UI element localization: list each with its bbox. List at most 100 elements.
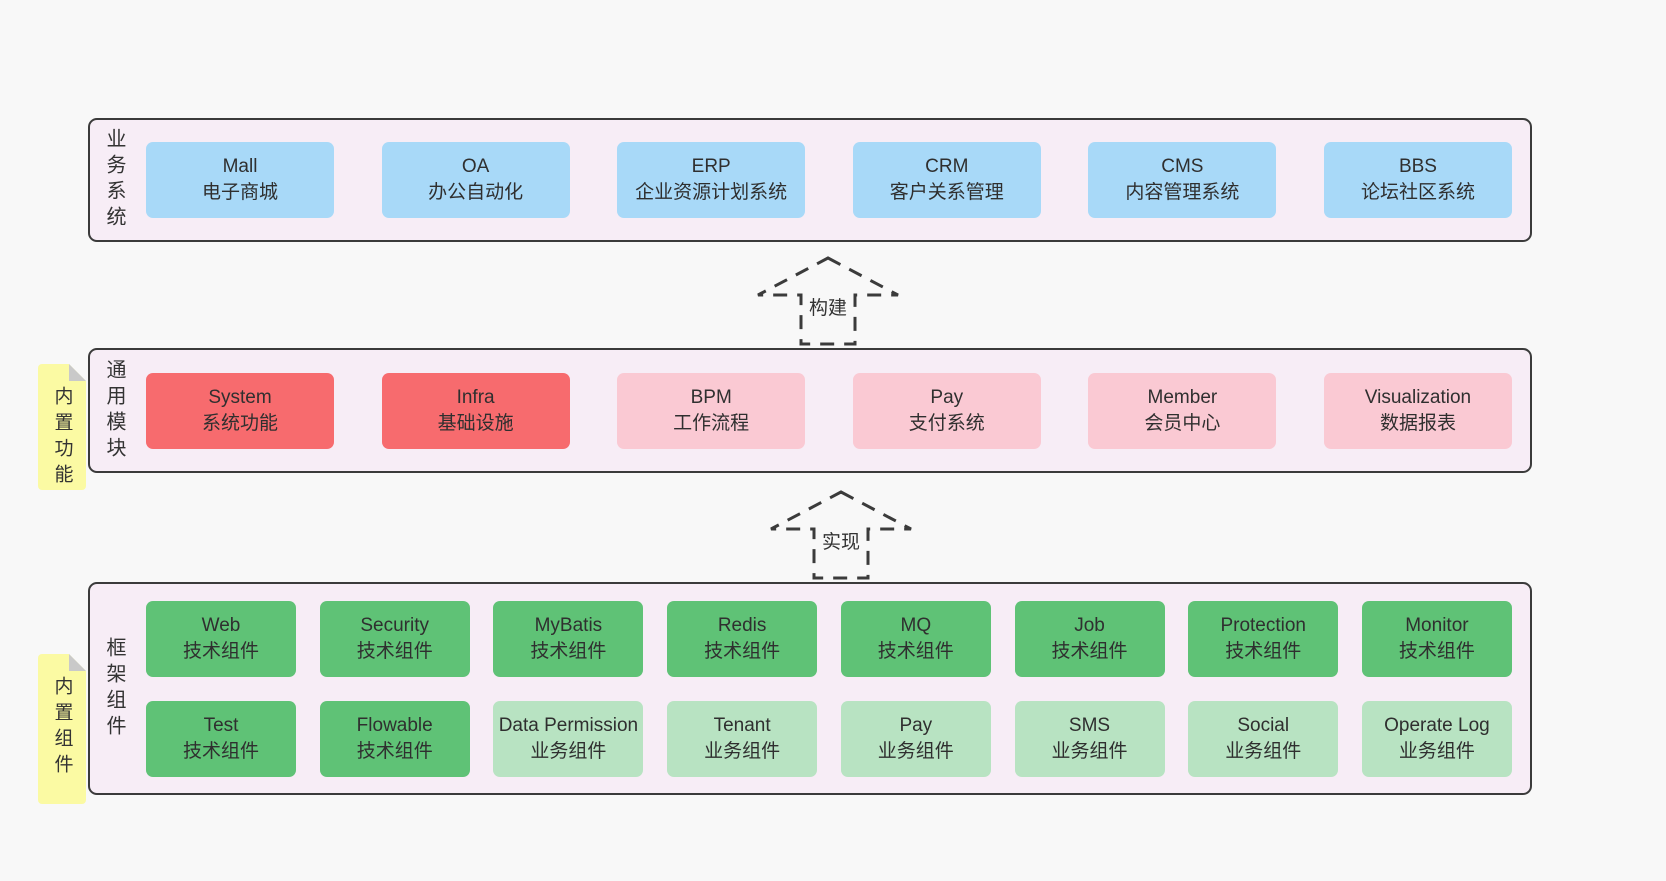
implement-arrow-label: 实现 [818, 527, 864, 554]
built-in-components-tab-label: 内置组件 [51, 676, 73, 780]
box-social: Social 业务组件 [1188, 700, 1339, 777]
box-subtitle: 客户关系管理 [889, 182, 1004, 203]
box-subtitle: 业务组件 [530, 740, 607, 762]
box-name: Job [1074, 614, 1105, 636]
box-subtitle: 企业资源计划系统 [635, 182, 788, 203]
box-subtitle: 基础设施 [437, 412, 514, 434]
build-arrow-label: 构建 [805, 293, 851, 320]
box-pay: Pay 支付系统 [852, 372, 1041, 449]
box-name: Tenant [713, 714, 771, 736]
box-subtitle: 内容管理系统 [1125, 182, 1240, 203]
box-cms: CMS 内容管理系统 [1088, 142, 1277, 218]
box-mybatis: MyBatis 技术组件 [493, 600, 644, 677]
box-security: Security 技术组件 [319, 600, 470, 677]
box-visualization: Visualization 数据报表 [1323, 372, 1512, 449]
box-oa: OA 办公自动化 [381, 142, 570, 218]
box-name: BPM [690, 386, 732, 408]
box-name: CRM [925, 156, 969, 178]
folded-corner-icon [69, 654, 86, 671]
box-name: Monitor [1405, 614, 1469, 636]
box-pay: Pay 业务组件 [840, 700, 991, 777]
box-name: BBS [1398, 156, 1437, 178]
box-name: Operate Log [1384, 714, 1490, 736]
box-mall: Mall 电子商城 [146, 142, 334, 218]
box-subtitle: 技术组件 [182, 640, 259, 662]
box-subtitle: 技术组件 [356, 740, 433, 762]
box-name: OA [461, 156, 490, 178]
box-subtitle: 会员中心 [1144, 412, 1221, 434]
box-sms: SMS 业务组件 [1014, 700, 1165, 777]
box-subtitle: 系统功能 [201, 412, 278, 434]
panel-label-business-systems: 业务系统 [103, 128, 125, 232]
box-subtitle: 技术组件 [356, 640, 433, 662]
box-subtitle: 业务组件 [877, 740, 954, 762]
box-name: Mall [222, 156, 258, 178]
box-name: Protection [1220, 614, 1306, 636]
box-monitor: Monitor 技术组件 [1361, 600, 1512, 677]
box-subtitle: 工作流程 [673, 412, 750, 434]
panel-label-common-modules: 通用模块 [103, 358, 125, 463]
box-name: Member [1147, 386, 1218, 408]
box-name: Data Permission [498, 714, 639, 736]
box-name: CMS [1161, 156, 1204, 178]
box-name: Redis [717, 614, 767, 636]
box-subtitle: 数据报表 [1379, 412, 1456, 434]
up-block-arrow-icon [757, 256, 899, 346]
box-subtitle: 电子商城 [201, 182, 278, 203]
box-subtitle: 支付系统 [908, 412, 985, 434]
box-bpm: BPM 工作流程 [617, 372, 806, 449]
box-crm: CRM 客户关系管理 [852, 142, 1041, 218]
box-name: Test [203, 714, 239, 736]
box-subtitle: 技术组件 [1398, 640, 1475, 662]
box-name: MQ [900, 614, 932, 636]
box-name: Pay [930, 386, 964, 408]
box-subtitle: 业务组件 [1051, 740, 1128, 762]
build-arrow: 构建 [755, 255, 901, 347]
box-name: ERP [691, 156, 731, 178]
up-block-arrow-icon [770, 490, 912, 580]
business-systems-row: Mall 电子商城 OA 办公自动化 ERP 企业资源计划系统 CRM 客户关系管理 CMS 内容… [146, 142, 1512, 218]
business-systems-box-area: Mall 电子商城 OA 办公自动化 ERP 企业资源计划系统 CRM 客户关系管理 CMS 内容… [146, 142, 1512, 218]
box-name: Security [360, 614, 430, 636]
business-systems-panel: 业务系统 Mall 电子商城 OA 办公自动化 ERP 企业资源计划系统 CRM 客户关系管理… [88, 118, 1532, 242]
folded-corner-icon [69, 364, 86, 381]
box-subtitle: 业务组件 [704, 740, 781, 762]
box-subtitle: 业务组件 [1225, 740, 1302, 762]
built-in-components-tab: 内置组件 [38, 654, 86, 804]
box-name: Pay [899, 714, 933, 736]
box-name: System [208, 386, 272, 408]
box-subtitle: 技术组件 [704, 640, 781, 662]
box-subtitle: 技术组件 [1051, 640, 1128, 662]
box-test: Test 技术组件 [146, 700, 296, 777]
box-name: Social [1237, 714, 1290, 736]
box-subtitle: 办公自动化 [428, 182, 524, 203]
box-subtitle: 技术组件 [1225, 640, 1302, 662]
box-erp: ERP 企业资源计划系统 [617, 142, 806, 218]
box-subtitle: 技术组件 [182, 740, 259, 762]
box-subtitle: 技术组件 [530, 640, 607, 662]
box-name: Visualization [1364, 386, 1472, 408]
box-name: MyBatis [534, 614, 603, 636]
box-tenant: Tenant 业务组件 [667, 700, 818, 777]
box-member: Member 会员中心 [1088, 372, 1277, 449]
box-data-permission: Data Permission 业务组件 [493, 700, 644, 777]
built-in-features-tab: 内置功能 [38, 364, 86, 490]
box-system: System 系统功能 [146, 372, 334, 449]
box-subtitle: 论坛社区系统 [1360, 182, 1475, 203]
box-bbs: BBS 论坛社区系统 [1323, 142, 1512, 218]
box-redis: Redis 技术组件 [667, 600, 818, 677]
implement-arrow: 实现 [768, 489, 914, 581]
box-name: SMS [1068, 714, 1111, 736]
box-job: Job 技术组件 [1014, 600, 1165, 677]
